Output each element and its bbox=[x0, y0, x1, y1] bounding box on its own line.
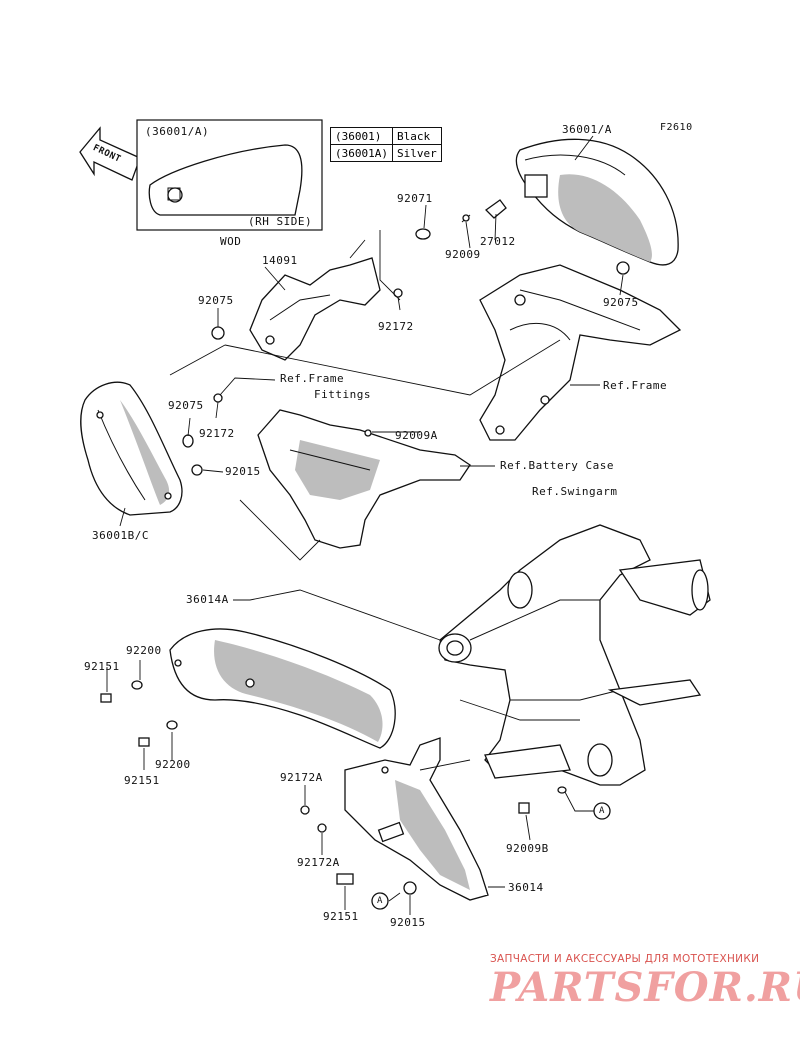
swingarm-cover-lower bbox=[344, 737, 489, 901]
frame-right bbox=[479, 264, 682, 441]
callout-ref-frame-fittings-1: Ref.Frame bbox=[280, 372, 345, 385]
callout-92075-b: 92075 bbox=[603, 296, 639, 309]
callout-92075-c: 92075 bbox=[168, 399, 204, 412]
callout-92172A-b: 92172A bbox=[297, 856, 340, 869]
bracket-14091 bbox=[249, 257, 381, 361]
leader-lines bbox=[106, 135, 624, 915]
figure-code: F2610 bbox=[660, 122, 693, 133]
footer-tagline: ЗАПЧАСТИ И АКСЕССУАРЫ ДЛЯ МОТОТЕХНИКИ bbox=[490, 953, 760, 965]
front-arrow-icon bbox=[79, 126, 141, 181]
callout-92075-a: 92075 bbox=[198, 294, 234, 307]
grommet-92075-right bbox=[616, 261, 630, 275]
callout-92151-c: 92151 bbox=[323, 910, 359, 923]
legend-color: Silver bbox=[391, 144, 442, 162]
washer-92200-a bbox=[131, 680, 143, 690]
callout-92200-b: 92200 bbox=[155, 758, 191, 771]
callout-14091: 14091 bbox=[262, 254, 298, 267]
ref-a-bottom-label: A bbox=[377, 896, 383, 906]
side-cover-left bbox=[80, 381, 183, 516]
callout-92071: 92071 bbox=[397, 192, 433, 205]
ref-a-right-label: A bbox=[599, 806, 605, 816]
callout-92172-a: 92172 bbox=[378, 320, 414, 333]
inset-side-label: (RH SIDE) bbox=[248, 215, 313, 228]
footer-logo: PARTSFOR.RU bbox=[490, 964, 800, 1011]
washer-92009B bbox=[557, 786, 567, 794]
callout-36014A: 36014A bbox=[186, 593, 229, 606]
legend-color: Black bbox=[391, 127, 442, 145]
callout-92172A-a: 92172A bbox=[280, 771, 323, 784]
callout-27012: 27012 bbox=[480, 235, 516, 248]
callout-92172-b: 92172 bbox=[199, 427, 235, 440]
inset-box bbox=[136, 119, 323, 231]
grommet-92075-left-upper bbox=[211, 326, 225, 340]
callout-92015-a: 92015 bbox=[225, 465, 261, 478]
bolt-92172A-a bbox=[300, 805, 310, 815]
inset-caption: WOD bbox=[220, 235, 242, 248]
bolt-92172-left bbox=[213, 393, 223, 403]
callout-92200-a: 92200 bbox=[126, 644, 162, 657]
collar-92015 bbox=[191, 464, 203, 476]
callout-36001A: 36001/A bbox=[562, 123, 612, 136]
color-legend: (36001) Black (36001A) Silver bbox=[330, 127, 442, 162]
legend-code: (36001) bbox=[330, 127, 393, 145]
callout-ref-battery-case: Ref.Battery Case bbox=[500, 459, 614, 472]
callout-36014: 36014 bbox=[508, 881, 544, 894]
callout-ref-frame: Ref.Frame bbox=[603, 379, 668, 392]
legend-row: (36001) Black bbox=[330, 127, 442, 145]
bolt-92151-a bbox=[100, 693, 112, 703]
callout-92009A: 92009A bbox=[395, 429, 438, 442]
callout-92151-a: 92151 bbox=[84, 660, 120, 673]
swingarm bbox=[438, 524, 711, 786]
legend-row: (36001A) Silver bbox=[330, 144, 442, 162]
callout-ref-swingarm: Ref.Swingarm bbox=[532, 485, 618, 498]
side-cover-right bbox=[515, 138, 679, 266]
legend-code: (36001A) bbox=[330, 144, 393, 162]
grommet-92071 bbox=[415, 228, 431, 240]
washer-92200-b bbox=[166, 720, 178, 730]
bolt-92172A-b bbox=[317, 823, 327, 833]
collar-92015-b bbox=[403, 881, 417, 895]
grommet-92075-left-lower bbox=[182, 434, 194, 448]
swingarm-cover-upper bbox=[169, 628, 396, 749]
inset-part-label: (36001/A) bbox=[145, 125, 210, 138]
battery-case-cover bbox=[257, 409, 471, 549]
ref-circle-a-bottom bbox=[371, 892, 389, 910]
clip-27012 bbox=[484, 199, 507, 219]
bolt-92151-b bbox=[138, 737, 150, 747]
bolt-92009 bbox=[461, 214, 471, 223]
callout-92151-b: 92151 bbox=[124, 774, 160, 787]
callout-92009: 92009 bbox=[445, 248, 481, 261]
callout-36001BC: 36001B/C bbox=[92, 529, 149, 542]
callout-92009B: 92009B bbox=[506, 842, 549, 855]
callout-ref-frame-fittings-2: Fittings bbox=[314, 388, 371, 401]
callout-92015-b: 92015 bbox=[390, 916, 426, 929]
bolt-92151-c bbox=[336, 873, 354, 885]
bolt-92009B bbox=[518, 802, 530, 814]
